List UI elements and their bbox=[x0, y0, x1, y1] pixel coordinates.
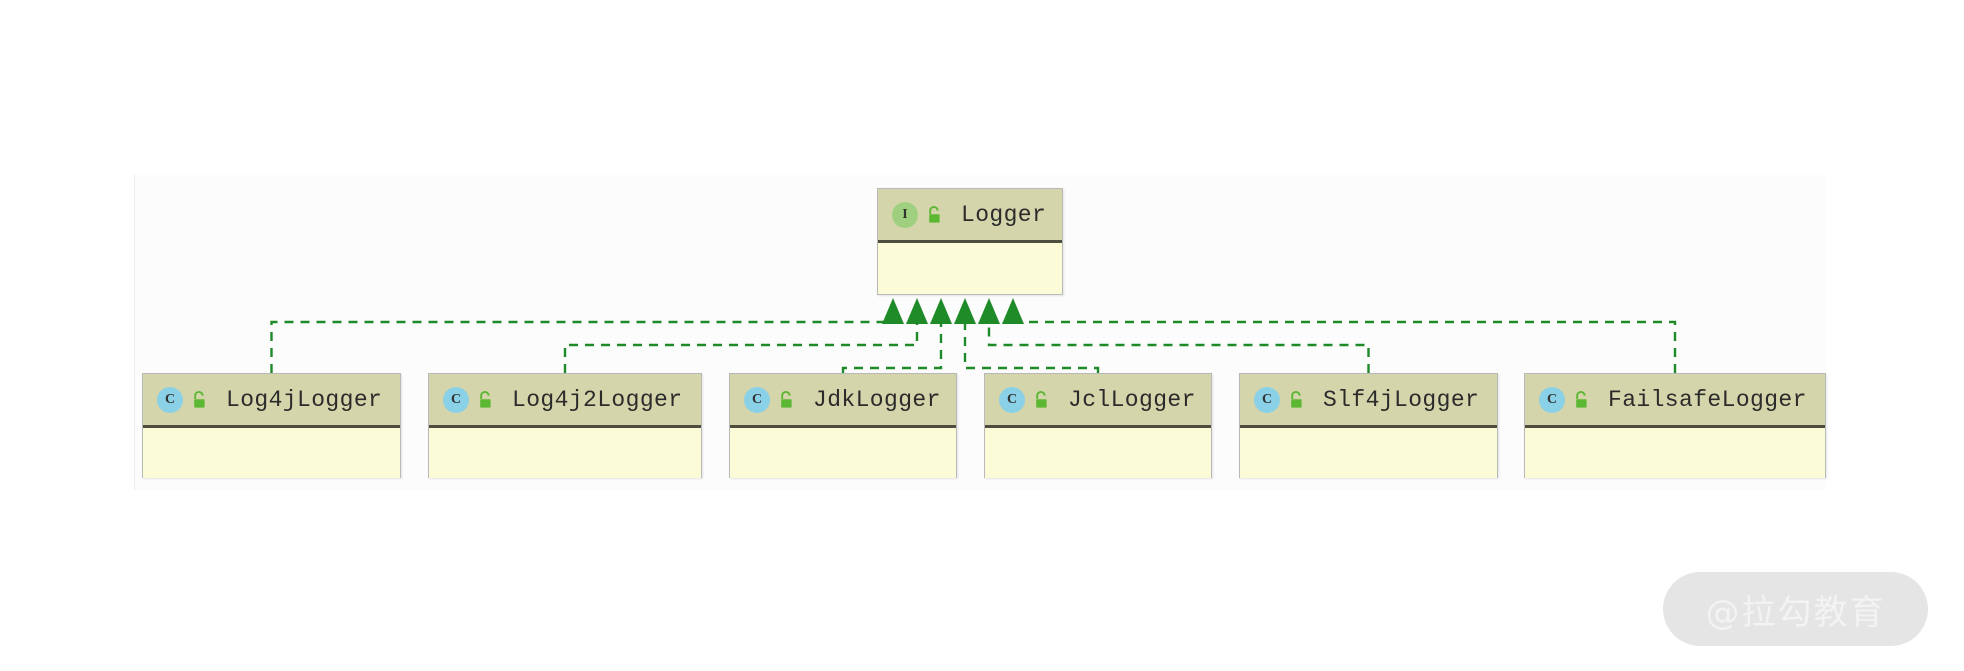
uml-node-log4j2logger[interactable]: C Log4j2Logger bbox=[428, 373, 702, 478]
unlock-icon bbox=[777, 390, 795, 410]
uml-node-title: FailsafeLogger bbox=[1608, 386, 1807, 413]
uml-node-slf4jlogger[interactable]: C Slf4jLogger bbox=[1239, 373, 1498, 478]
class-badge-icon: C bbox=[1254, 386, 1280, 413]
uml-node-header: C JdkLogger bbox=[730, 374, 956, 428]
uml-node-body-members bbox=[985, 428, 1211, 478]
class-badge-icon: C bbox=[1539, 386, 1565, 413]
uml-node-title: JclLogger bbox=[1068, 386, 1196, 413]
class-badge-icon: C bbox=[443, 386, 469, 413]
uml-node-header: I Logger bbox=[878, 189, 1062, 243]
interface-badge-icon: I bbox=[892, 201, 918, 228]
uml-node-header: C JclLogger bbox=[985, 374, 1211, 428]
uml-node-title: Slf4jLogger bbox=[1323, 386, 1480, 413]
unlock-icon bbox=[925, 205, 943, 225]
uml-node-logger-interface[interactable]: I Logger bbox=[877, 188, 1063, 295]
uml-node-body-members bbox=[1525, 428, 1825, 478]
uml-node-header: C Log4j2Logger bbox=[429, 374, 701, 428]
uml-node-header: C Slf4jLogger bbox=[1240, 374, 1497, 428]
uml-node-body-members bbox=[1240, 428, 1497, 478]
uml-node-jdklogger[interactable]: C JdkLogger bbox=[729, 373, 957, 478]
unlock-icon bbox=[1572, 390, 1590, 410]
class-badge-icon: C bbox=[157, 386, 183, 413]
uml-node-title: Logger bbox=[961, 201, 1047, 228]
uml-node-body-members bbox=[429, 428, 701, 478]
unlock-icon bbox=[476, 390, 494, 410]
uml-node-title: Log4j2Logger bbox=[512, 386, 683, 413]
watermark: @拉勾教育 bbox=[1663, 572, 1928, 646]
class-badge-icon: C bbox=[744, 386, 770, 413]
uml-node-title: Log4jLogger bbox=[226, 386, 383, 413]
uml-node-header: C FailsafeLogger bbox=[1525, 374, 1825, 428]
class-badge-icon: C bbox=[999, 386, 1025, 413]
uml-node-failsafelogger[interactable]: C FailsafeLogger bbox=[1524, 373, 1826, 478]
uml-node-jcllogger[interactable]: C JclLogger bbox=[984, 373, 1212, 478]
uml-node-log4jlogger[interactable]: C Log4jLogger bbox=[142, 373, 401, 478]
uml-node-header: C Log4jLogger bbox=[143, 374, 400, 428]
uml-node-body-members bbox=[143, 428, 400, 478]
uml-node-body-members bbox=[878, 243, 1062, 293]
unlock-icon bbox=[1032, 390, 1050, 410]
unlock-icon bbox=[1287, 390, 1305, 410]
uml-node-title: JdkLogger bbox=[813, 386, 941, 413]
unlock-icon bbox=[190, 390, 208, 410]
uml-node-body-members bbox=[730, 428, 956, 478]
